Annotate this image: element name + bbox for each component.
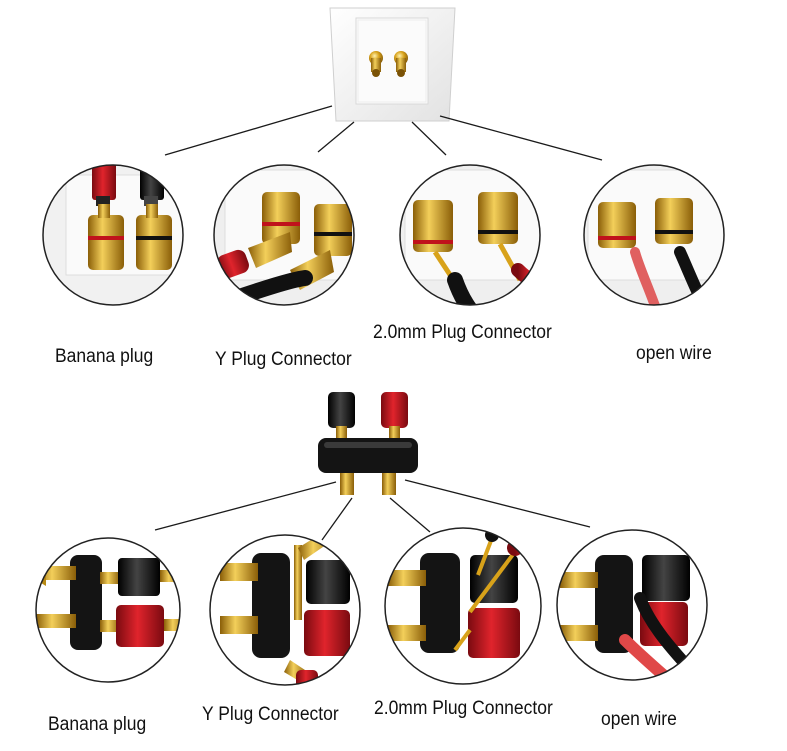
bottom-label-banana-plug: Banana plug (48, 714, 147, 735)
bottom-label-open-wire: open wire (601, 709, 677, 730)
binding-post-pair-photo (318, 392, 418, 495)
top-label-open-wire: open wire (636, 343, 712, 364)
wall-plate-binding-post-left (369, 51, 383, 77)
top-label-2mm-plug-connector: 2.0mm Plug Connector (373, 322, 552, 343)
wall-plate-binding-post-right (394, 51, 408, 77)
top-connector-lines (164, 105, 603, 161)
bottom-connector-lines (154, 479, 591, 541)
bottom-label-y-plug-connector: Y Plug Connector (202, 704, 339, 725)
top-circle-y-plug (213, 164, 355, 306)
top-circle-open-wire (583, 164, 725, 306)
top-circle-banana-plug (42, 164, 184, 306)
bottom-circle-open-wire (556, 529, 708, 681)
top-label-banana-plug: Banana plug (55, 346, 154, 367)
top-circle-2mm-plug (399, 164, 541, 306)
bottom-circle-banana-plug (35, 537, 181, 683)
bottom-label-2mm-plug-connector: 2.0mm Plug Connector (374, 698, 553, 719)
wall-plate-photo (329, 7, 456, 122)
bottom-circle-y-plug (209, 534, 361, 686)
top-label-y-plug-connector: Y Plug Connector (215, 349, 352, 370)
bottom-circle-2mm-plug (384, 527, 542, 685)
